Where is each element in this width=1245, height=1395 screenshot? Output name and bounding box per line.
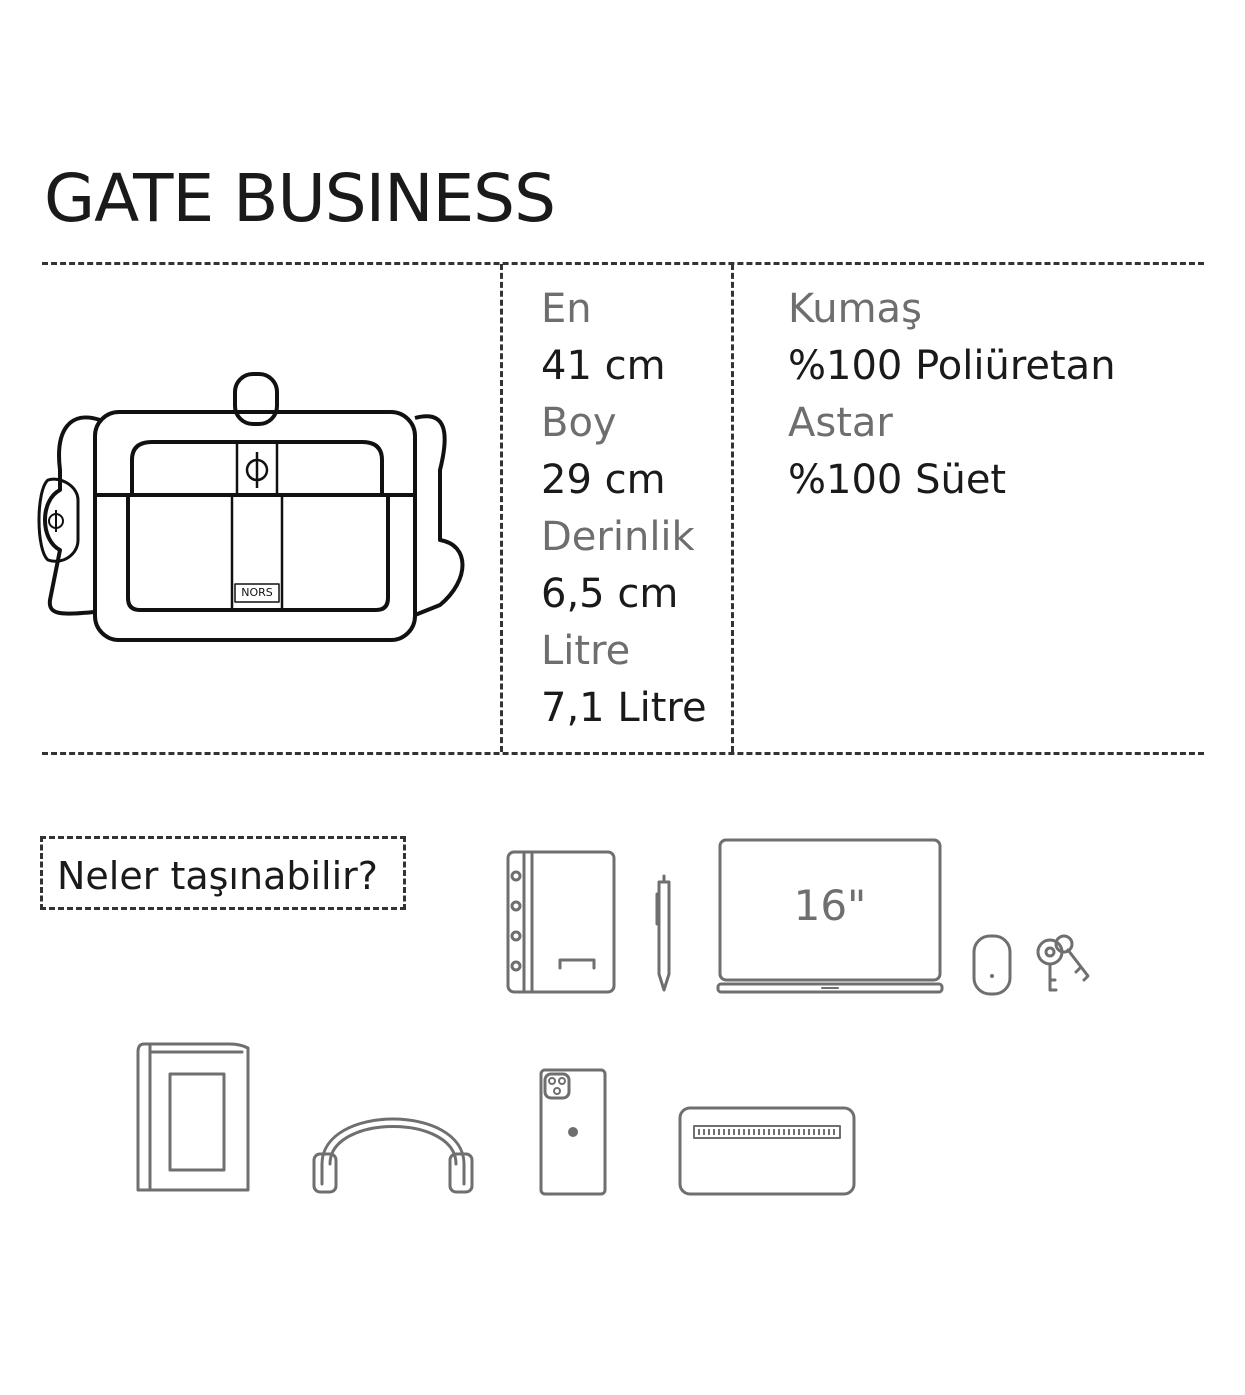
laptop-size-label: 16" [793,881,867,930]
pencil-case-icon [678,1106,856,1196]
material-label-lining: Astar [788,400,893,446]
material-value-lining: %100 Süet [788,457,1007,503]
notebook-icon [506,850,616,994]
headphones-icon [312,1117,474,1194]
mouse-icon [972,934,1012,996]
column-divider-left [500,264,503,752]
keys-icon [1036,934,1090,992]
dimension-value-volume: 7,1 Litre [541,685,707,731]
bottom-divider [42,752,1204,755]
phone-icon [539,1068,607,1196]
brand-logo: NORS [241,586,273,599]
dimension-value-height: 29 cm [541,457,666,503]
book-icon [136,1042,250,1192]
dimension-label-depth: Derinlik [541,514,695,560]
dimensions-column: En 41 cm Boy 29 cm Derinlik 6,5 cm Litre… [541,281,707,737]
bag-illustration [37,372,465,642]
top-divider [42,262,1204,265]
dimension-label-height: Boy [541,400,617,446]
pen-icon [655,874,671,992]
material-label-fabric: Kumaş [788,286,922,332]
carry-heading: Neler taşınabilir? [40,836,406,910]
dimension-value-width: 41 cm [541,343,666,389]
dimension-value-depth: 6,5 cm [541,571,679,617]
dimension-label-volume: Litre [541,628,631,674]
material-value-fabric: %100 Poliüretan [788,343,1116,389]
materials-column: Kumaş %100 Poliüretan Astar %100 Süet [788,281,1116,509]
laptop-icon [716,838,944,994]
dimension-label-width: En [541,286,592,332]
page-title: GATE BUSINESS [44,160,556,237]
column-divider-right [731,264,734,752]
